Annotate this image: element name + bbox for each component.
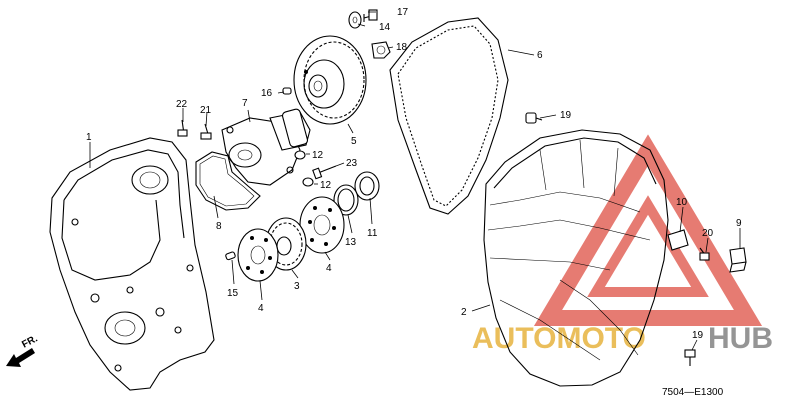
part-7-water-pump	[221, 108, 311, 186]
part-labels: 1 2 3 4 4 5 6 7 8 9 10 11 12 12 13 14 15…	[86, 7, 742, 341]
front-direction-arrow: FR.	[6, 333, 40, 367]
label-3: 3	[294, 281, 300, 292]
label-1: 1	[86, 132, 92, 143]
label-9: 9	[736, 218, 742, 229]
label-11: 11	[367, 228, 378, 239]
part-14-washer	[348, 11, 362, 29]
part-2-outer-cover	[483, 129, 669, 387]
part-4-plate-right	[299, 196, 345, 254]
leader-lines	[89, 11, 741, 351]
part-23-bolt	[312, 165, 337, 180]
label-14: 14	[379, 22, 391, 33]
part-19-bolt-lower	[684, 349, 696, 366]
part-1-back-cover	[49, 137, 215, 391]
part-9-clip	[729, 247, 747, 273]
part-12-washer-lower	[302, 177, 314, 187]
watermark: AUTOMOTO HUB	[472, 134, 773, 355]
label-4-right: 4	[326, 263, 332, 274]
part-20-bolt	[699, 247, 710, 261]
part-10-bracket	[667, 229, 689, 251]
label-21: 21	[200, 105, 212, 116]
part-17-bolt	[363, 9, 378, 22]
label-8: 8	[216, 221, 222, 232]
part-13-ring	[333, 184, 359, 216]
part-6-timing-belt	[389, 17, 509, 215]
label-6: 6	[537, 50, 543, 61]
part-11-seal	[354, 171, 380, 201]
label-13: 13	[345, 237, 357, 248]
label-5: 5	[351, 136, 357, 147]
part-5-cam-pulley	[293, 35, 367, 125]
label-22: 22	[176, 99, 188, 110]
label-12-lower: 12	[320, 180, 332, 191]
label-15: 15	[227, 288, 239, 299]
label-12-upper: 12	[312, 150, 324, 161]
part-16-dowel	[282, 87, 292, 95]
part-19-bolt-upper	[525, 112, 543, 124]
part-21-bolt	[200, 123, 212, 140]
label-19-lower: 19	[692, 330, 704, 341]
diagram-code: 7504—E1300	[662, 387, 724, 398]
label-4-left: 4	[258, 303, 264, 314]
part-15-key	[225, 251, 236, 261]
watermark-text-hub: HUB	[708, 322, 773, 355]
label-10: 10	[676, 197, 688, 208]
part-4-plate-left	[237, 228, 279, 282]
part-22-bolt	[177, 119, 188, 137]
label-16: 16	[261, 88, 273, 99]
front-direction-label: FR.	[20, 333, 40, 350]
label-7: 7	[242, 98, 248, 109]
watermark-text-automoto: AUTOMOTO	[472, 322, 646, 355]
part-8-gasket	[195, 151, 261, 211]
label-17: 17	[397, 7, 409, 18]
label-23: 23	[346, 158, 358, 169]
label-20: 20	[702, 228, 714, 239]
label-18: 18	[396, 42, 408, 53]
part-12-washer-upper	[294, 150, 306, 160]
label-2: 2	[461, 307, 467, 318]
part-18-cap	[371, 41, 391, 59]
label-19-upper: 19	[560, 110, 572, 121]
